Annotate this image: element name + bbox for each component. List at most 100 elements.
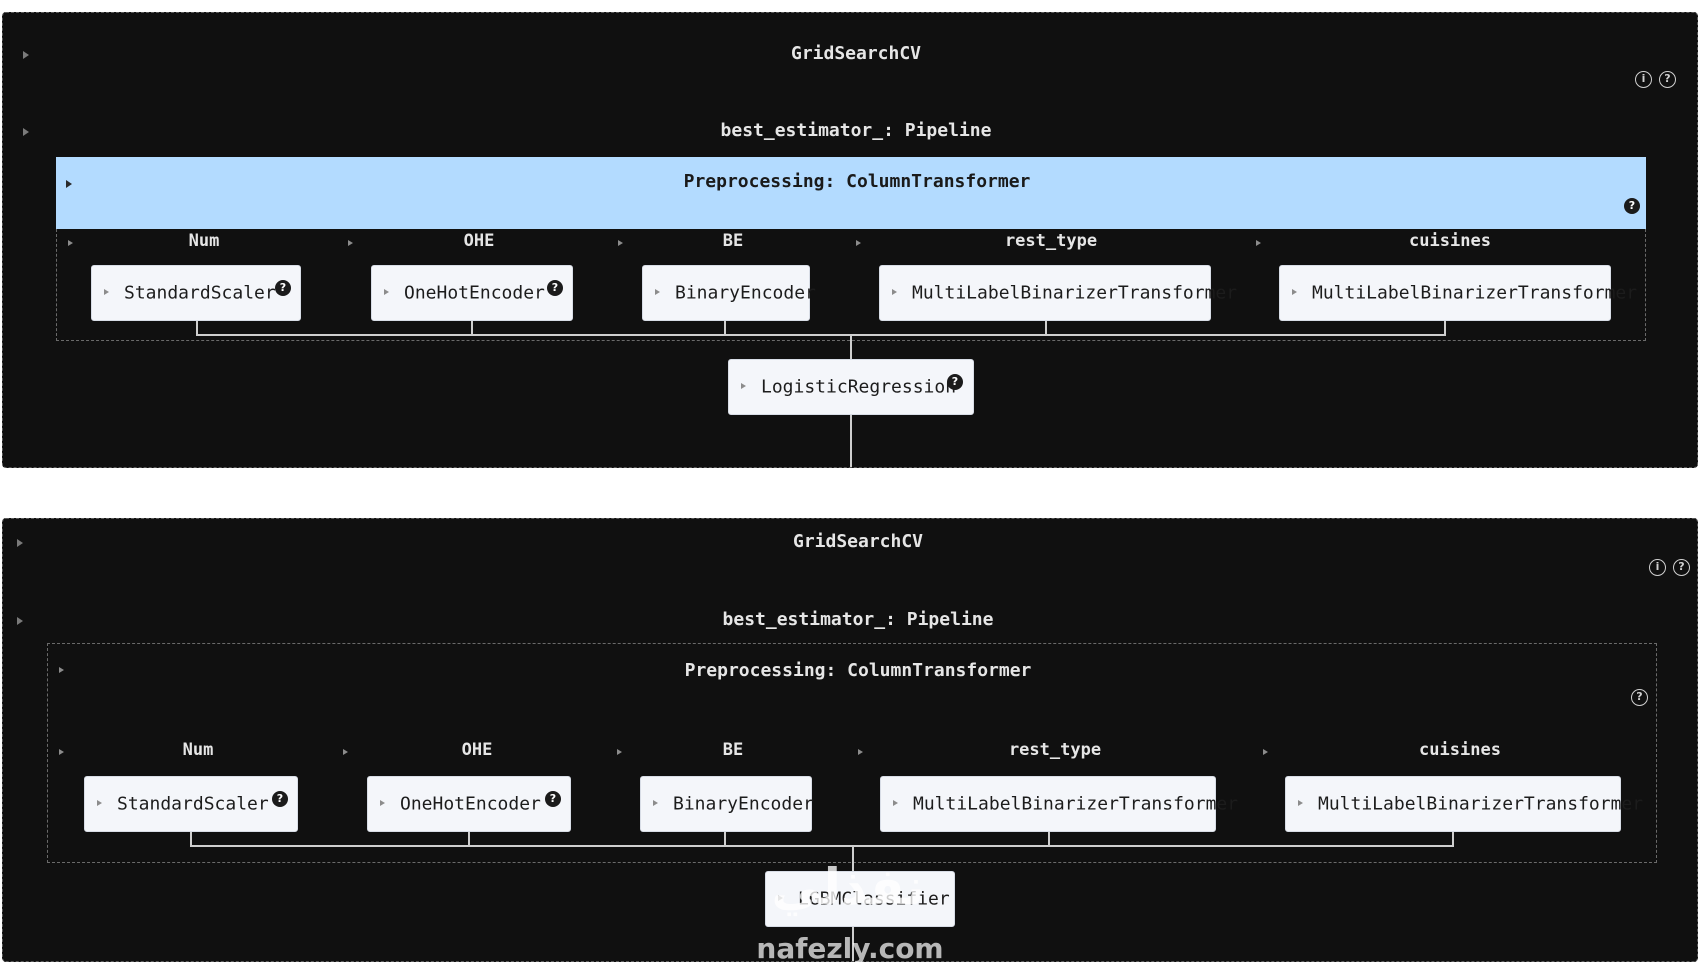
column-title-ohe[interactable]: OHE [463, 231, 495, 251]
column-toggle-arrow[interactable] [1263, 749, 1268, 755]
connector-line [850, 415, 852, 467]
column-title-ohe[interactable]: OHE [461, 740, 493, 760]
info-icon[interactable]: i [1649, 559, 1666, 576]
estimator-label: MultiLabelBinarizerTransformer [1318, 793, 1644, 815]
pipeline-toggle-arrow[interactable] [17, 617, 23, 625]
column-toggle-arrow[interactable] [1256, 240, 1261, 246]
column-title-be[interactable]: BE [722, 231, 744, 251]
connector-line [471, 321, 473, 335]
column-toggle-arrow[interactable] [617, 749, 622, 755]
estimator-toggle-arrow [655, 289, 660, 295]
estimator-binaryencoder[interactable]: BinaryEncoder [642, 265, 816, 321]
estimator-standardscaler[interactable]: StandardScaler ? [84, 776, 298, 832]
gridsearch-title[interactable]: GridSearchCV [790, 43, 922, 64]
estimator-toggle-arrow [653, 800, 658, 806]
column-toggle-arrow[interactable] [856, 240, 861, 246]
help-icon[interactable]: ? [1673, 559, 1690, 576]
final-estimator-lgbmclassifier[interactable]: LGBMClassifier [765, 871, 955, 927]
column-toggle-arrow[interactable] [618, 240, 623, 246]
estimator-label: BinaryEncoder [673, 793, 814, 815]
estimator-toggle-arrow [380, 800, 385, 806]
estimator-onehotencoder[interactable]: OneHotEncoder ? [371, 265, 573, 321]
column-toggle-arrow[interactable] [68, 240, 73, 246]
connector-line [850, 334, 852, 360]
pipeline-toggle-arrow[interactable] [23, 128, 29, 136]
watermark-url: nafezly.com [756, 932, 944, 965]
connector-line [190, 832, 192, 846]
estimator-multilabelbinarizer-rest-type[interactable]: MultiLabelBinarizerTransformer [879, 265, 1237, 321]
connector-line [190, 845, 1454, 847]
estimator-label: LogisticRegression [761, 376, 957, 398]
estimator-label: BinaryEncoder [675, 282, 816, 304]
column-transformer-toggle-arrow[interactable] [66, 180, 72, 188]
estimator-label: LGBMClassifier [798, 888, 950, 910]
column-title-num[interactable]: Num [182, 740, 214, 760]
estimator-toggle-arrow [741, 383, 746, 389]
column-toggle-arrow[interactable] [343, 749, 348, 755]
column-transformer-title: Preprocessing: ColumnTransformer [683, 171, 1031, 192]
help-icon[interactable]: ? [1659, 71, 1676, 88]
estimator-toggle-arrow [104, 289, 109, 295]
column-transformer-header[interactable]: Preprocessing: ColumnTransformer ? [56, 157, 1646, 229]
estimator-toggle-arrow [893, 800, 898, 806]
connector-line [196, 321, 198, 335]
watermark-arabic: نفذلي [771, 858, 925, 916]
help-icon[interactable]: ? [947, 374, 963, 390]
gridsearch-title[interactable]: GridSearchCV [792, 531, 924, 552]
estimator-label: MultiLabelBinarizerTransformer [912, 282, 1238, 304]
estimator-toggle-arrow [1292, 289, 1297, 295]
gridsearch-toggle-arrow[interactable] [17, 539, 23, 547]
help-icon[interactable]: ? [272, 791, 288, 807]
estimator-label: MultiLabelBinarizerTransformer [913, 793, 1239, 815]
connector-line [468, 832, 470, 846]
column-title-be[interactable]: BE [722, 740, 744, 760]
estimator-label: MultiLabelBinarizerTransformer [1312, 282, 1638, 304]
column-transformer-title[interactable]: Preprocessing: ColumnTransformer [684, 660, 1032, 681]
estimator-label: StandardScaler [124, 282, 276, 304]
column-title-rest-type[interactable]: rest_type [1008, 740, 1102, 760]
estimator-label: OneHotEncoder [404, 282, 545, 304]
connector-line [1452, 832, 1454, 846]
column-transformer-toggle-arrow[interactable] [59, 667, 64, 673]
help-icon[interactable]: ? [275, 280, 291, 296]
connector-line [1045, 321, 1047, 335]
help-icon[interactable]: ? [547, 280, 563, 296]
estimator-onehotencoder[interactable]: OneHotEncoder ? [367, 776, 571, 832]
help-icon[interactable]: ? [545, 791, 561, 807]
estimator-multilabelbinarizer-cuisines[interactable]: MultiLabelBinarizerTransformer [1285, 776, 1643, 832]
final-estimator-logisticregression[interactable]: LogisticRegression ? [728, 359, 974, 415]
estimator-toggle-arrow [892, 289, 897, 295]
gridsearch-toggle-arrow[interactable] [23, 51, 29, 59]
connector-line [724, 832, 726, 846]
estimator-multilabelbinarizer-cuisines[interactable]: MultiLabelBinarizerTransformer [1279, 265, 1637, 321]
column-toggle-arrow[interactable] [348, 240, 353, 246]
estimator-standardscaler[interactable]: StandardScaler ? [91, 265, 301, 321]
gridsearchcv-panel-2: GridSearchCV i ? best_estimator_: Pipeli… [2, 518, 1698, 962]
info-icon[interactable]: i [1635, 71, 1652, 88]
estimator-label: StandardScaler [117, 793, 269, 815]
column-title-num[interactable]: Num [188, 231, 220, 251]
connector-line [1048, 832, 1050, 846]
estimator-toggle-arrow [778, 895, 783, 901]
estimator-multilabelbinarizer-rest-type[interactable]: MultiLabelBinarizerTransformer [880, 776, 1238, 832]
help-icon[interactable]: ? [1624, 198, 1640, 214]
column-title-rest-type[interactable]: rest_type [1004, 231, 1098, 251]
pipeline-title[interactable]: best_estimator_: Pipeline [722, 609, 994, 630]
connector-line [852, 845, 854, 891]
column-title-cuisines[interactable]: cuisines [1419, 740, 1501, 760]
estimator-toggle-arrow [97, 800, 102, 806]
estimator-toggle-arrow [384, 289, 389, 295]
column-toggle-arrow[interactable] [59, 749, 64, 755]
connector-line [1444, 321, 1446, 335]
pipeline-title[interactable]: best_estimator_: Pipeline [720, 120, 992, 141]
estimator-binaryencoder[interactable]: BinaryEncoder [640, 776, 814, 832]
column-toggle-arrow[interactable] [858, 749, 863, 755]
gridsearchcv-panel-1: GridSearchCV i ? best_estimator_: Pipeli… [2, 12, 1698, 468]
connector-line [196, 334, 1446, 336]
estimator-toggle-arrow [1298, 800, 1303, 806]
connector-line [852, 927, 854, 961]
help-icon[interactable]: ? [1631, 689, 1648, 706]
estimator-label: OneHotEncoder [400, 793, 541, 815]
connector-line [724, 321, 726, 335]
column-title-cuisines[interactable]: cuisines [1409, 231, 1491, 251]
